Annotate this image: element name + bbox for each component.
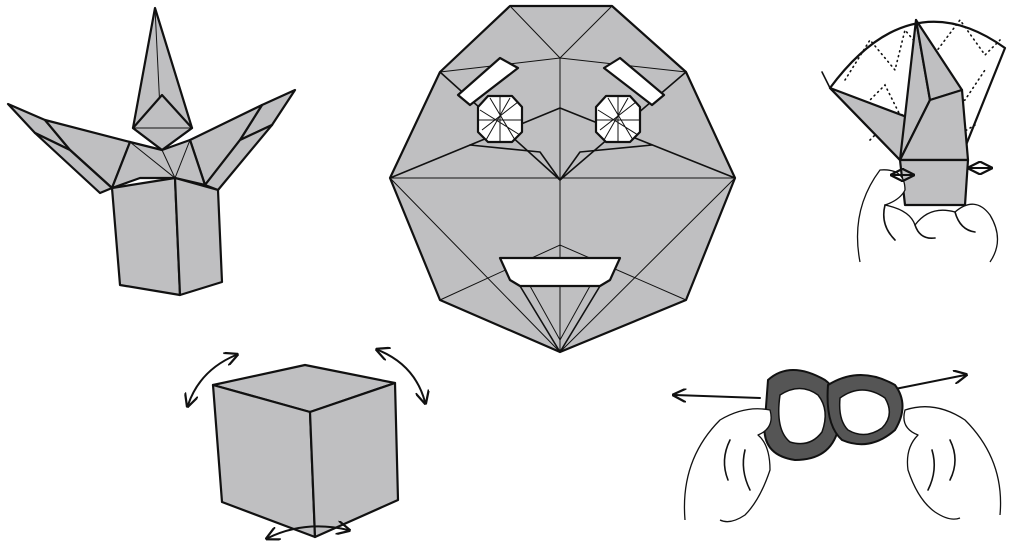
- cube-rotate-figure: [188, 350, 425, 538]
- star-model-figure: [8, 8, 295, 295]
- right-eye: [596, 96, 640, 142]
- left-eye: [478, 96, 522, 142]
- hands-opening-cone-figure: [822, 20, 1005, 262]
- hands-pulling-ring-figure: [675, 370, 1001, 522]
- octagon-face-figure: [390, 6, 735, 352]
